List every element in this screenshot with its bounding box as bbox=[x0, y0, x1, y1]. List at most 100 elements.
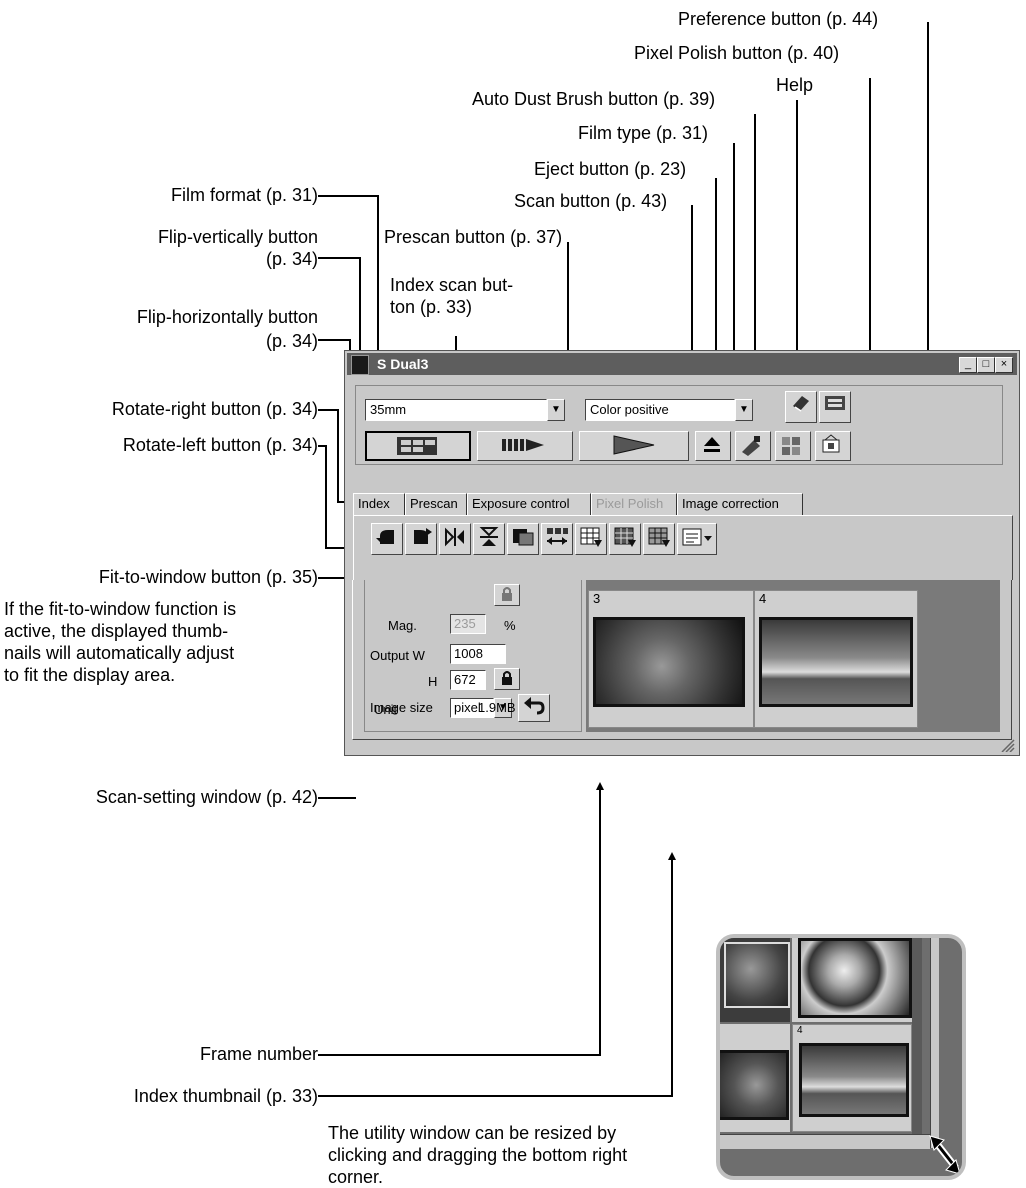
resize-arrow-icon bbox=[929, 1135, 961, 1175]
callout-flip-vertical-2: (p. 34) bbox=[265, 249, 318, 269]
chevron-down-icon[interactable]: ▼ bbox=[735, 399, 753, 421]
tab-prescan[interactable]: Prescan bbox=[405, 493, 467, 515]
title-bar[interactable]: S Dual3 _ □ × bbox=[347, 353, 1017, 375]
callout-frame-number: Frame number bbox=[199, 1044, 318, 1064]
eject-button[interactable] bbox=[695, 431, 731, 461]
panel-icon bbox=[825, 396, 845, 410]
auto-dust-brush-button[interactable] bbox=[735, 431, 771, 461]
callout-prescan: Prescan button (p. 37) bbox=[384, 227, 563, 247]
callout-flip-horizontal-1: Flip-horizontally button bbox=[136, 307, 318, 327]
film-format-value: 35mm bbox=[365, 399, 547, 421]
inset-thumb-1 bbox=[720, 938, 790, 1022]
resize-note-line-1: The utility window can be resized by bbox=[328, 1123, 617, 1143]
close-button[interactable]: × bbox=[995, 357, 1013, 373]
callout-pixel-polish: Pixel Polish button (p. 40) bbox=[634, 43, 840, 63]
control-panel bbox=[355, 385, 1003, 465]
flip-vertical-button[interactable] bbox=[473, 523, 505, 555]
fit-note-line-3: nails will automatically adjust bbox=[4, 643, 235, 663]
view-menu-button[interactable] bbox=[677, 523, 717, 555]
prescan-icon bbox=[502, 439, 544, 451]
callout-preference: Preference button (p. 44) bbox=[678, 9, 879, 29]
callout-fit-window: Fit-to-window button (p. 35) bbox=[98, 567, 318, 587]
leader-frame-number bbox=[318, 790, 601, 1056]
frame-number: 4 bbox=[759, 591, 767, 606]
rotate-right-button[interactable] bbox=[405, 523, 437, 555]
inset-window-edge-right bbox=[930, 938, 939, 1148]
grid-invert-icon bbox=[648, 527, 670, 547]
flip-vertical-icon bbox=[479, 527, 499, 546]
callout-help: Help bbox=[776, 75, 814, 95]
preference-icon bbox=[822, 434, 840, 453]
minimize-button[interactable]: _ bbox=[959, 357, 977, 373]
leader-film-format bbox=[318, 195, 379, 408]
callout-flip-horizontal-2: (p. 34) bbox=[265, 331, 318, 351]
select-all-button[interactable] bbox=[575, 523, 607, 555]
callout-auto-dust: Auto Dust Brush button (p. 39) bbox=[472, 89, 716, 109]
film-type-value: Color positive bbox=[585, 399, 735, 421]
resize-corner-inset: 4 bbox=[716, 934, 966, 1180]
tab-pixel-polish[interactable]: Pixel Polish bbox=[591, 493, 677, 515]
window-bottom-edge bbox=[344, 730, 1020, 754]
scan-icon bbox=[613, 435, 655, 455]
pixel-polish-button[interactable] bbox=[775, 431, 811, 461]
list-dropdown-icon bbox=[682, 528, 712, 546]
pixel-polish-icon bbox=[782, 437, 800, 455]
thumbnail-image-field bbox=[759, 617, 913, 707]
width-arrows-icon bbox=[547, 528, 568, 545]
app-icon[interactable] bbox=[351, 355, 369, 375]
film-format-select[interactable]: 35mm ▼ bbox=[365, 399, 565, 421]
select-frames-button[interactable] bbox=[609, 523, 641, 555]
frame-width-button[interactable] bbox=[541, 523, 573, 555]
fit-to-window-button[interactable] bbox=[507, 523, 539, 555]
fit-note-line-1: If the fit-to-window function is bbox=[4, 599, 237, 619]
eject-icon bbox=[704, 437, 720, 452]
inset-thumb-4: 4 bbox=[792, 1024, 912, 1132]
window-title: S Dual3 bbox=[377, 356, 429, 372]
rotate-right-icon bbox=[414, 528, 432, 544]
utility-button[interactable] bbox=[819, 391, 851, 423]
brush-icon bbox=[742, 436, 760, 456]
index-thumbnail-3[interactable]: 3 bbox=[588, 590, 754, 728]
image-size-value: 1.9MB bbox=[478, 700, 516, 715]
chevron-down-icon[interactable]: ▼ bbox=[547, 399, 565, 421]
maximize-button[interactable]: □ bbox=[977, 357, 995, 373]
help-button[interactable] bbox=[785, 391, 817, 423]
callout-scan-setting: Scan-setting window (p. 42) bbox=[95, 787, 318, 807]
callout-flip-vertical-1: Flip-vertically button bbox=[157, 227, 318, 247]
index-thumbnail-4[interactable]: 4 bbox=[754, 590, 918, 728]
help-book-icon bbox=[793, 396, 809, 412]
invert-selection-button[interactable] bbox=[643, 523, 675, 555]
tab-exposure-control[interactable]: Exposure control bbox=[467, 493, 591, 515]
resize-note-line-3: corner. bbox=[328, 1167, 384, 1187]
leader-index-thumbnail bbox=[318, 860, 673, 1097]
callout-index-scan-2: ton (p. 33) bbox=[390, 297, 473, 317]
callout-rotate-right: Rotate-right button (p. 34) bbox=[111, 399, 318, 419]
index-scan-icon bbox=[397, 437, 437, 455]
flip-horizontal-button[interactable] bbox=[439, 523, 471, 555]
callout-index-scan-1: Index scan but- bbox=[390, 275, 514, 295]
preference-button[interactable] bbox=[815, 431, 851, 461]
thumbnail-area-empty bbox=[918, 590, 1000, 730]
fit-note-line-2: active, the displayed thumb- bbox=[4, 621, 229, 641]
rotate-left-icon bbox=[376, 530, 394, 544]
inset-thumb-2 bbox=[792, 938, 912, 1022]
rotate-left-button[interactable] bbox=[371, 523, 403, 555]
tab-index[interactable]: Index bbox=[353, 493, 405, 515]
fit-note-line-4: to fit the display area. bbox=[4, 665, 176, 685]
grid-select-icon bbox=[614, 527, 636, 547]
tab-image-correction[interactable]: Image correction bbox=[677, 493, 803, 515]
film-type-select[interactable]: Color positive ▼ bbox=[585, 399, 753, 421]
flip-horizontal-icon bbox=[445, 527, 464, 547]
index-scan-button[interactable] bbox=[365, 431, 471, 461]
callout-film-format: Film format (p. 31) bbox=[170, 185, 318, 205]
grid-select-icon bbox=[580, 527, 602, 547]
prescan-button[interactable] bbox=[477, 431, 573, 461]
callout-film-type: Film type (p. 31) bbox=[578, 123, 709, 143]
resize-grip-icon[interactable] bbox=[1000, 738, 1016, 752]
tab-bar: Index Prescan Exposure control Pixel Pol… bbox=[353, 493, 913, 515]
callout-index-thumbnail: Index thumbnail (p. 33) bbox=[133, 1086, 318, 1106]
callout-eject: Eject button (p. 23) bbox=[534, 159, 687, 179]
callout-rotate-left: Rotate-left button (p. 34) bbox=[122, 435, 318, 455]
scan-button[interactable] bbox=[579, 431, 689, 461]
inset-window-edge bbox=[720, 1134, 930, 1149]
